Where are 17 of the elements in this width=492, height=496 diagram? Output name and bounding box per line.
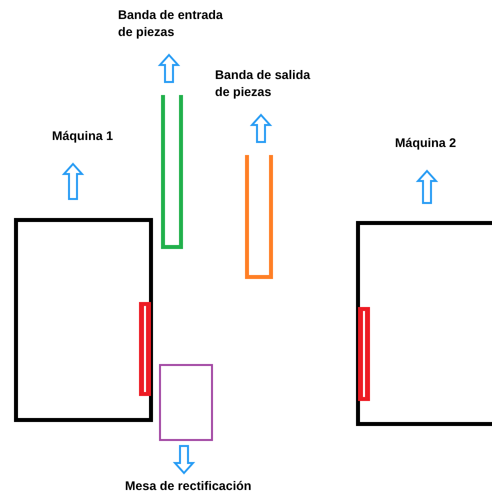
arrow: [62, 162, 84, 200]
table-outline: [159, 364, 213, 441]
arrow: [416, 170, 438, 204]
conveyor-outline: [161, 95, 183, 249]
arrow: [172, 445, 196, 474]
machine-outline: [356, 221, 492, 426]
arrow: [250, 114, 272, 143]
conveyor-outline: [245, 155, 273, 279]
machine-label: Máquina 1: [52, 128, 142, 145]
conveyor-label: Banda de salida de piezas: [215, 67, 315, 101]
conveyor-label: Banda de entrada de piezas: [118, 7, 228, 41]
table-label: Mesa de rectificación: [125, 478, 295, 495]
side-panel: [358, 307, 370, 401]
machine-label: Máquina 2: [395, 135, 485, 152]
machine-outline: [14, 218, 153, 422]
side-panel: [139, 302, 151, 396]
arrow: [158, 54, 180, 83]
